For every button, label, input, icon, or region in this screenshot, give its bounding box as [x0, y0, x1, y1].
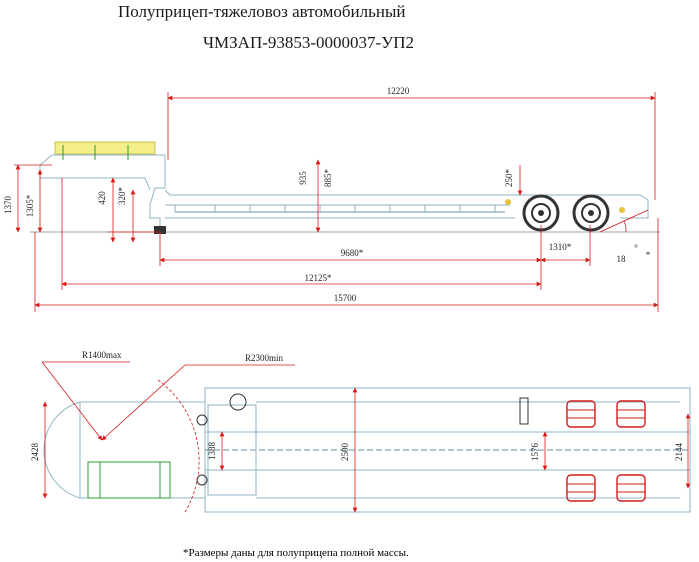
dim-deck-length: 9680* — [341, 248, 364, 258]
marker-light-right — [619, 207, 625, 213]
dim-line-front-radius — [41, 361, 103, 441]
dim-rear-overhang: 1310* — [549, 242, 572, 252]
dim-inner-width-front: 1388 — [207, 442, 217, 461]
gooseneck-outline — [39, 141, 166, 234]
tires-top — [566, 400, 646, 428]
side-view: 12220 935 885* 250* 1370 1305* 420 320* … — [3, 86, 660, 312]
dim-overall-width: 2500 — [340, 443, 350, 462]
dim-line-swing-radius — [101, 364, 186, 441]
marker-light-left — [505, 199, 511, 205]
kingpin-support — [154, 226, 166, 234]
dim-total-top: 12220 — [387, 86, 410, 96]
dim-deck-height-rear: 250* — [504, 169, 514, 188]
title-line-2: ЧМЗАП-93853-0000037-УП2 — [203, 33, 415, 52]
dim-gooseneck-height-loaded: 1305* — [25, 194, 35, 217]
title-line-1: Полуприцеп-тяжеловоз автомобильный — [118, 2, 406, 21]
dim-kingpin-to-axle: 12125* — [305, 273, 333, 283]
dim-departure-angle: 18 — [617, 254, 627, 264]
kingpin-left — [196, 414, 208, 426]
kingpin-right — [196, 474, 208, 486]
tires-bottom — [566, 474, 646, 502]
dim-inner-width-rear: 1576 — [530, 443, 540, 462]
ladder-icon — [519, 397, 529, 425]
dim-platform-height: 935 — [298, 171, 308, 185]
dim-overall-length: 15700 — [334, 293, 357, 303]
top-view: R1400max R2300min 2428 1388 2500 1576 21… — [30, 350, 691, 513]
dim-angle-unit: ° — [634, 243, 638, 253]
wheel-rear-axle — [572, 194, 610, 232]
spare-wheel-icon — [229, 393, 247, 411]
dim-coupler-height: 420 — [97, 191, 107, 205]
platform-outline — [164, 189, 649, 219]
dim-angle-marker: * — [646, 250, 651, 260]
dim-swing-radius: R2300min — [245, 353, 284, 363]
footnote: *Размеры даны для полуприцепа полной мас… — [183, 547, 409, 559]
dim-gooseneck-width: 2428 — [30, 443, 40, 462]
dim-gooseneck-height: 1370 — [3, 196, 13, 215]
yellow-load-block — [54, 141, 156, 155]
gooseneck-green-frame — [87, 461, 171, 499]
dim-coupler-height-loaded: 320* — [117, 187, 127, 206]
dim-track-width: 2144 — [674, 443, 684, 462]
dim-front-radius: R1400max — [82, 350, 122, 360]
wheel-front-axle — [522, 194, 560, 232]
dim-platform-height-loaded: 885* — [323, 169, 333, 188]
